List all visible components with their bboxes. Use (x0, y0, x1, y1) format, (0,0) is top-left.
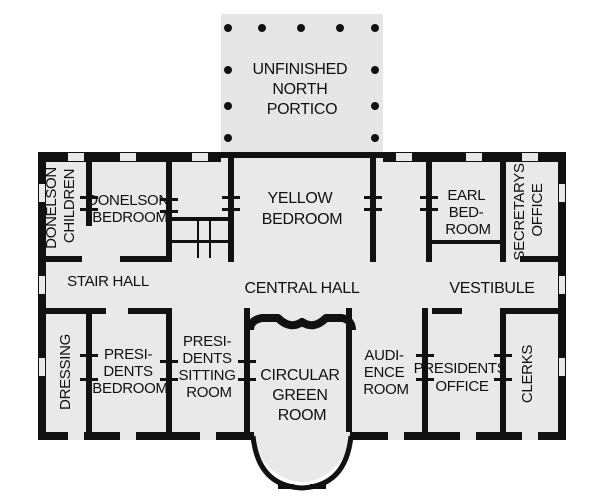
label-vestibule: VESTIBULE (449, 280, 534, 297)
label-audience-room: AUDI- ENCE ROOM (363, 347, 408, 398)
label-presidents-office: PRESIDENTS OFFICE (414, 360, 511, 395)
label-donelson-bedroom: DONELSON BEDROOM (87, 192, 173, 226)
label-donelson-children: DONELSON CHILDREN (43, 163, 78, 249)
portico-columns (224, 24, 379, 142)
label-circular-green-room: CIRCULAR GREEN ROOM (260, 367, 344, 424)
label-presidents-sitting-room: PRESI- DENTS SITTING ROOM (179, 333, 240, 401)
label-clerks: CLERKS (519, 345, 536, 404)
south-partitions (86, 308, 506, 432)
label-stair-hall: STAIR HALL (67, 273, 149, 290)
label-dressing: DRESSING (57, 334, 74, 410)
label-secretarys-office: SECRETARYS OFFICE (511, 159, 546, 260)
circular-green-room-walls (246, 314, 356, 491)
label-yellow-bedroom: YELLOW BEDROOM (262, 190, 343, 228)
label-north-portico: UNFINISHED NORTH PORTICO (253, 61, 352, 118)
label-central-hall: CENTRAL HALL (245, 280, 360, 297)
windows (39, 153, 565, 440)
label-presidents-bedroom: PRESI- DENTS BEDROOM (92, 346, 167, 397)
room-labels: UNFINISHED NORTH PORTICO DONELSON CHILDR… (43, 61, 546, 424)
label-earl-bedroom: EARL BED- ROOM (445, 187, 490, 238)
north-portico (221, 14, 383, 156)
green-room-bay-floor (244, 318, 360, 482)
hall-walls (46, 256, 558, 314)
door-marks (80, 196, 512, 381)
